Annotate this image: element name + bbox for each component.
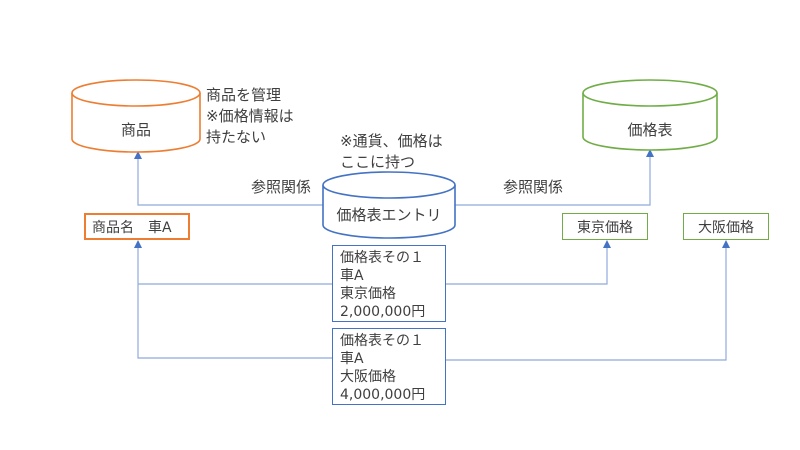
price-table-cylinder-body <box>582 93 718 151</box>
arrowhead-to-price-table <box>646 149 654 157</box>
price-table-entry-cylinder <box>322 171 456 239</box>
product-note: 商品を管理 ※価格情報は 持たない <box>206 86 294 146</box>
price-table-entry-cylinder-label: 価格表エントリ <box>336 206 442 224</box>
arrowhead-to-product-name <box>134 240 142 248</box>
arrowhead-to-tokyo <box>603 240 611 248</box>
entry-record-osaka: 価格表その１ 車A 大阪価格 4,000,000円 <box>332 328 446 405</box>
arrowhead-to-product <box>134 151 142 159</box>
price-table-cylinder-label: 価格表 <box>627 121 673 139</box>
connector-entry-to-tokyo <box>446 245 608 285</box>
reference-relation-label-left: 参照関係 <box>251 178 312 196</box>
connector-entry-to-price-table <box>455 154 651 206</box>
connector-entry-to-product <box>137 156 323 206</box>
product-cylinder-label: 商品 <box>120 121 151 139</box>
price-table-entry-cylinder-body <box>322 185 456 239</box>
product-name-box: 商品名 車A <box>84 213 190 240</box>
tokyo-price-box: 東京価格 <box>562 213 648 240</box>
osaka-price-box: 大阪価格 <box>683 213 769 240</box>
product-cylinder-body <box>71 93 201 153</box>
connector-entries-to-product-name <box>137 245 332 359</box>
product-cylinder-top <box>71 79 201 107</box>
reference-relation-label-right: 参照関係 <box>503 178 564 196</box>
price-table-entry-cylinder-top <box>322 171 456 199</box>
product-cylinder <box>71 79 201 153</box>
connector-entry-to-osaka <box>446 245 727 361</box>
entry-record-tokyo: 価格表その１ 車A 東京価格 2,000,000円 <box>332 245 446 322</box>
entry-note: ※通貨、価格は ここに持つ <box>340 132 443 171</box>
price-table-cylinder-top <box>582 79 718 107</box>
price-table-cylinder <box>582 79 718 151</box>
arrowhead-to-osaka <box>722 240 730 248</box>
